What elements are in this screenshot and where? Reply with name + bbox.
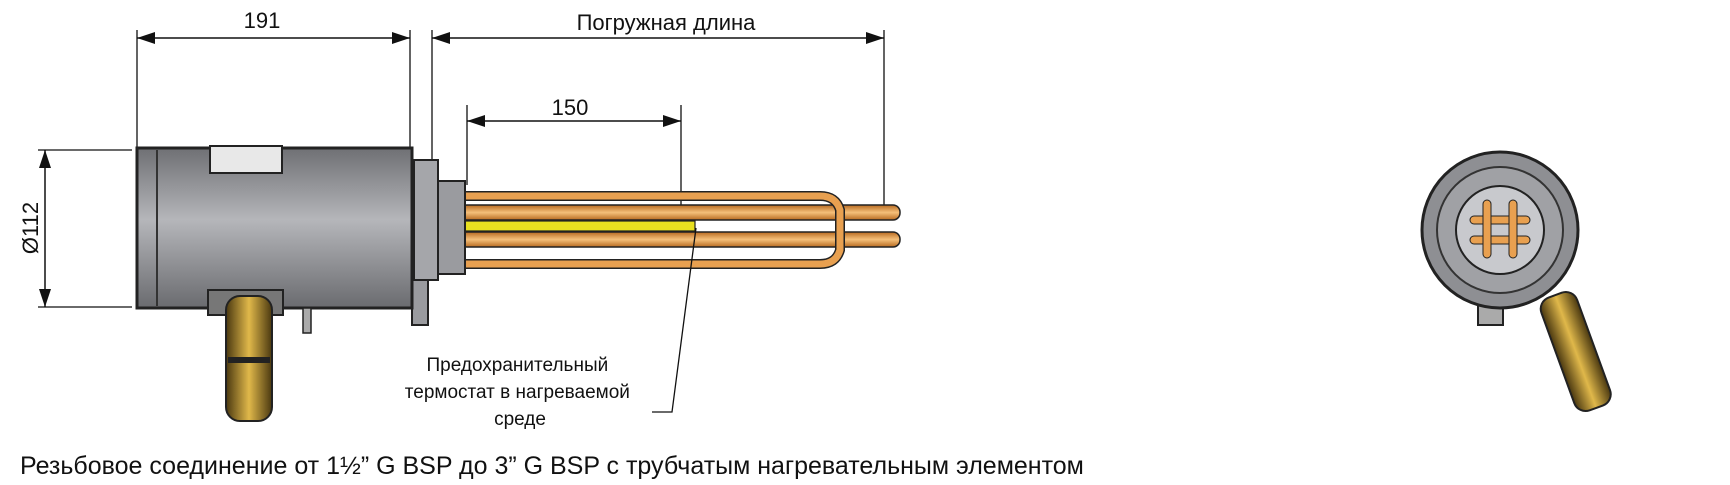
annotation-line-3: среде bbox=[494, 409, 546, 430]
dim-150-label: 150 bbox=[552, 95, 589, 120]
annotation-line-2: термостат в нагреваемой bbox=[405, 382, 630, 403]
housing bbox=[135, 146, 414, 310]
cable-gland-end bbox=[1539, 291, 1612, 413]
thermostat-sensor bbox=[459, 220, 696, 232]
heater-side-view bbox=[135, 145, 901, 422]
heater-end-view bbox=[1420, 150, 1612, 413]
dim-immersion-label: Погружная длина bbox=[577, 10, 757, 35]
annotation-line-1: Предохранительный bbox=[426, 355, 608, 376]
dimension-lines bbox=[39, 32, 884, 307]
thread-fitting bbox=[436, 180, 466, 275]
dim-191-label: 191 bbox=[244, 8, 281, 33]
caption: Резьбовое соединение от 1½” G BSP до 3” … bbox=[20, 452, 1084, 480]
leader-line bbox=[652, 227, 697, 413]
heating-rod-lower bbox=[459, 231, 901, 248]
dim-diameter-label: Ø112 bbox=[18, 202, 43, 254]
extension-lines bbox=[38, 30, 885, 308]
thermostat-annotation: Предохранительный термостат в нагреваемо… bbox=[405, 355, 635, 430]
housing-label bbox=[209, 145, 283, 174]
